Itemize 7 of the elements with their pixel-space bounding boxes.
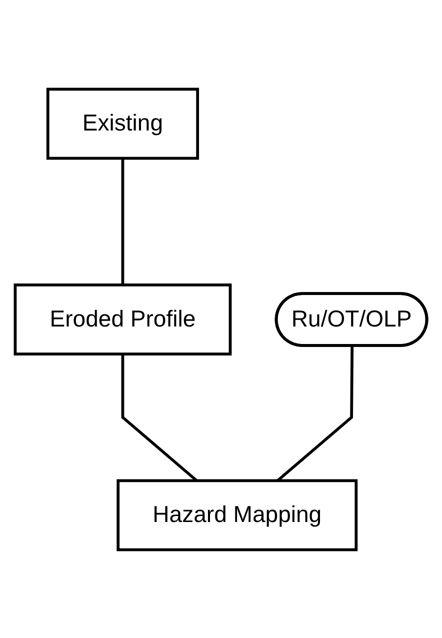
connector [121,354,198,482]
connector [276,345,354,482]
flowchart: Existing Eroded Profile Ru/OT/OLP Hazard Mapping [6,80,436,558]
node-box [46,87,200,160]
node-box [116,478,358,551]
connector [121,158,124,284]
node-box [14,283,232,355]
